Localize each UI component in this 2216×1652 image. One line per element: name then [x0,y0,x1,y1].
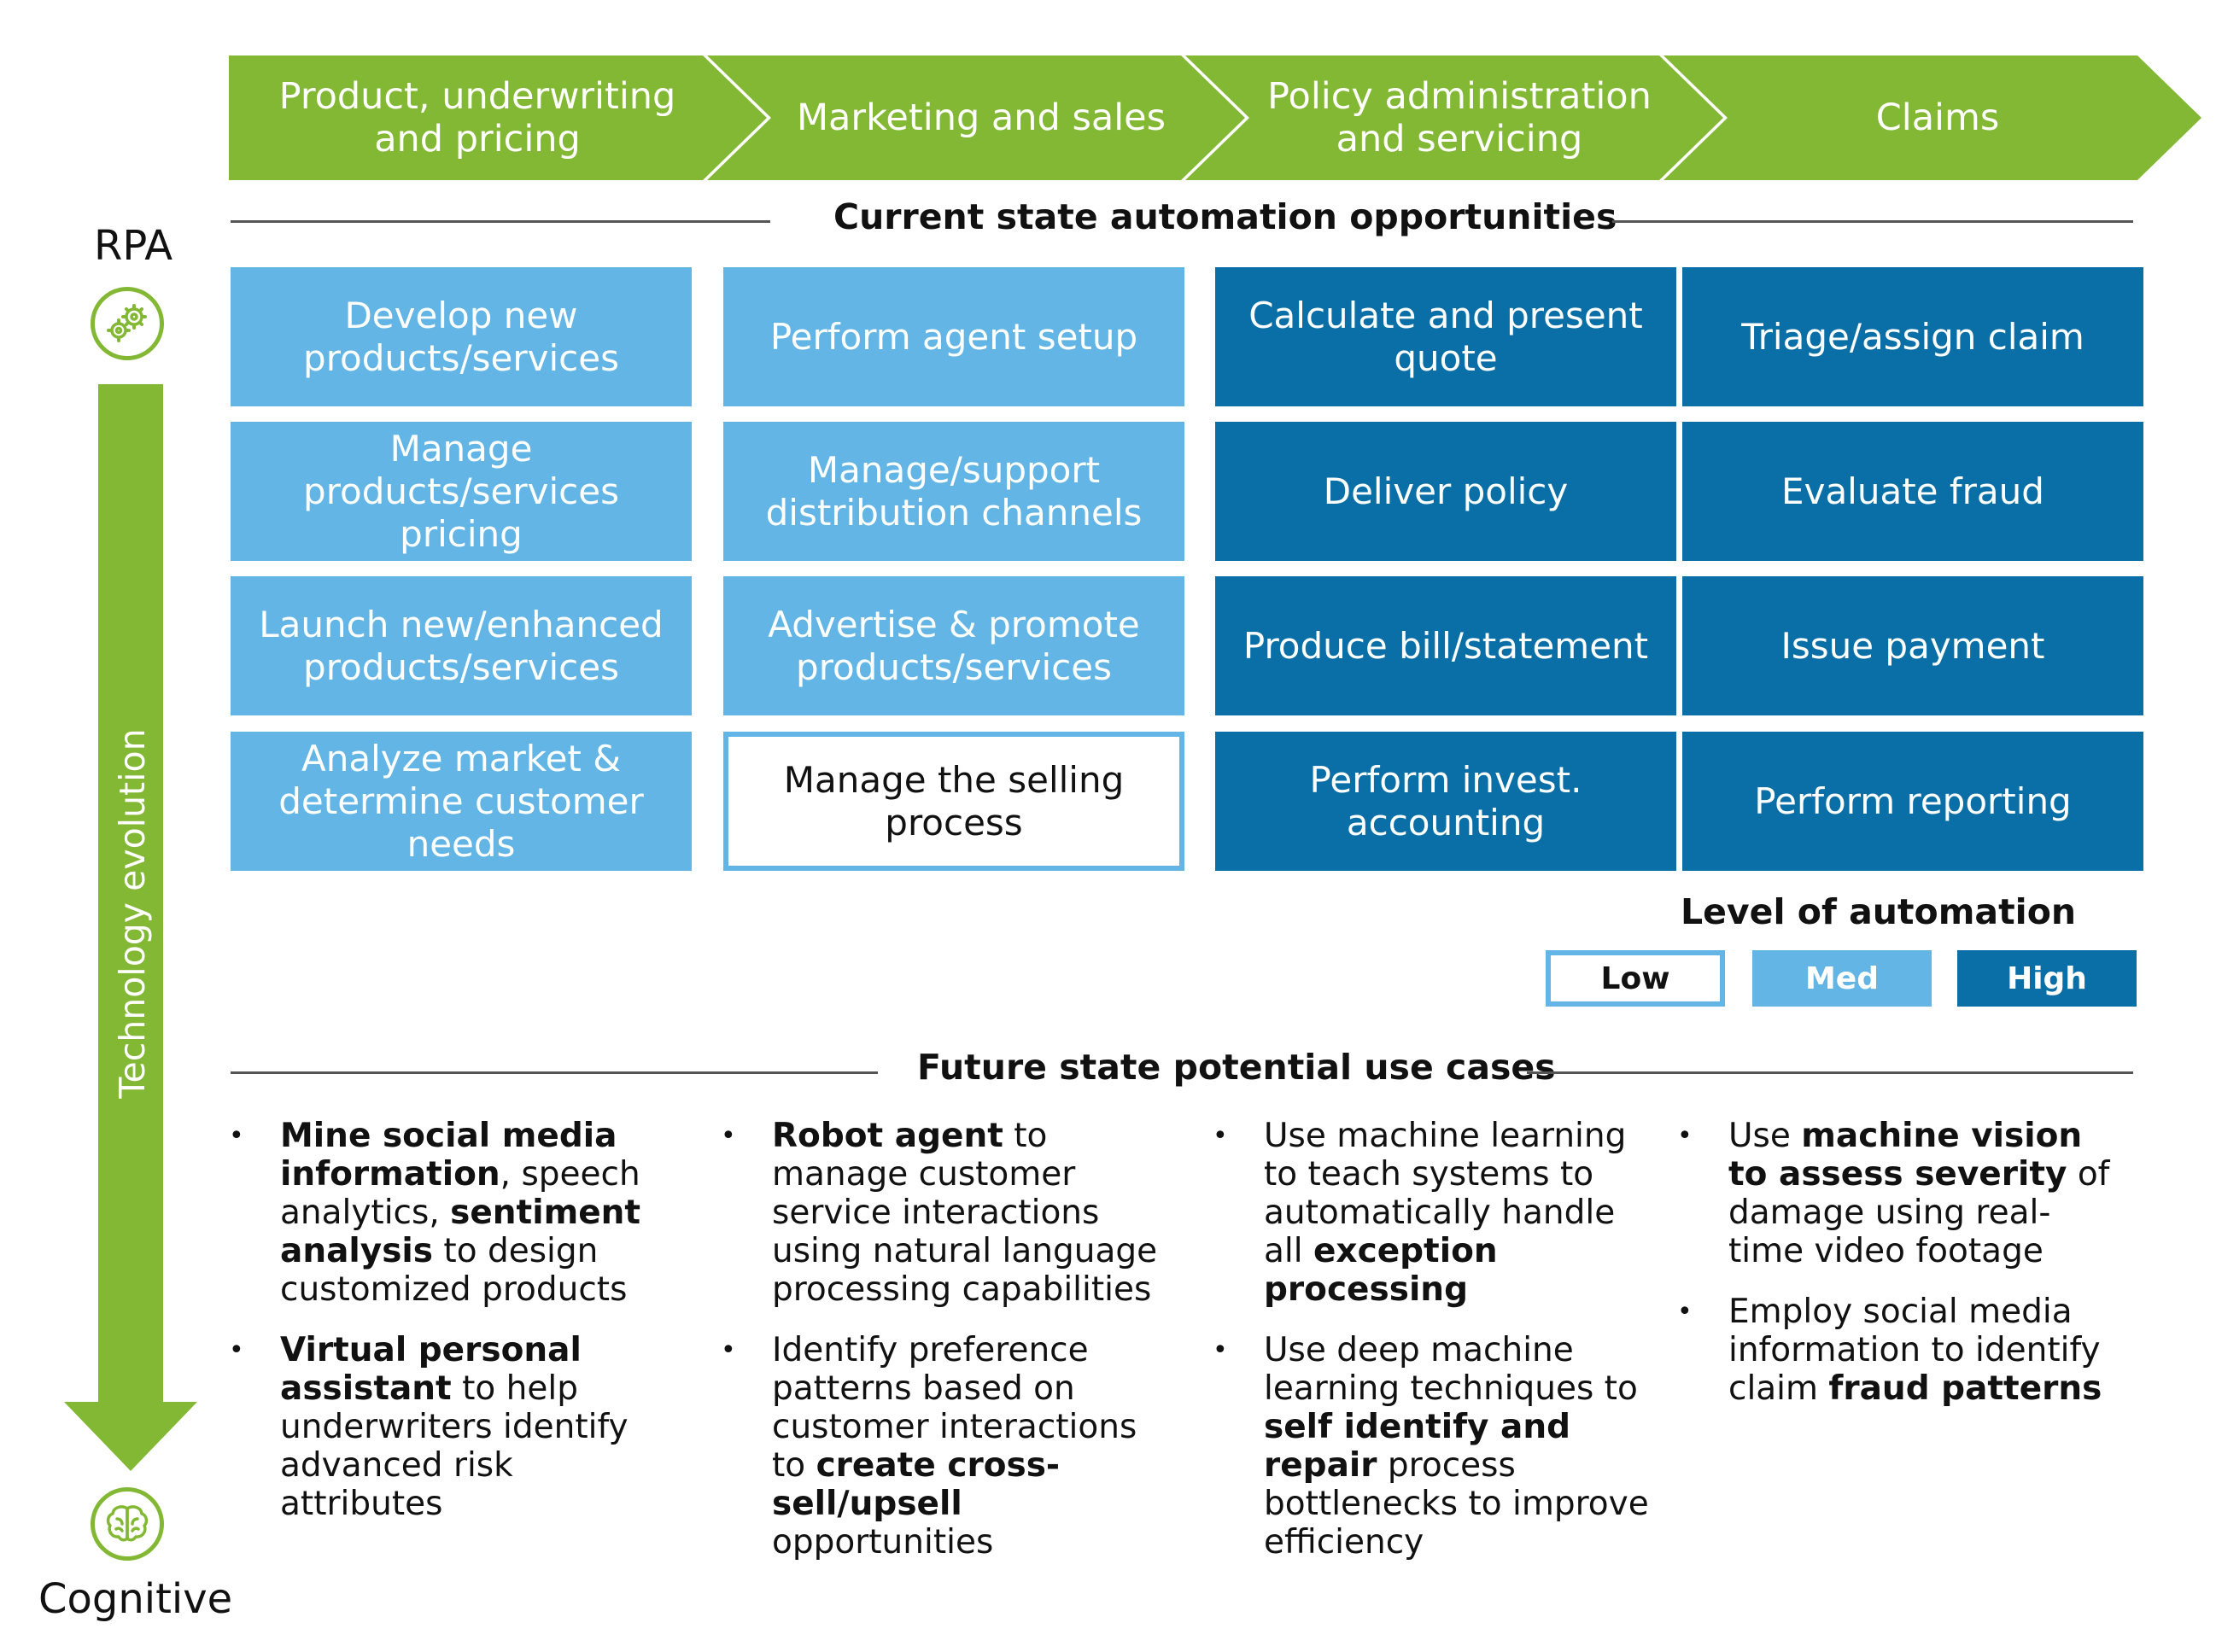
text-segment: Use machine learning to teach systems to… [1264,1117,1627,1270]
automation-box-label: Manage the selling process [783,758,1125,844]
technology-evolution-arrow [64,384,197,1471]
use-case-column: Use machine learning to teach systems to… [1213,1117,1657,1584]
text-segment: to help underwriters identify advanced r… [280,1369,629,1523]
automation-box-label: Manage/support distribution channels [765,448,1143,534]
value-chain-step-2: Marketing and sales [707,55,1245,180]
automation-box: Triage/assign claim [1682,267,2143,406]
automation-box: Issue payment [1682,576,2143,715]
bold-text: sentiment analysis [280,1194,641,1270]
use-case-column: Use machine vision to assess severity of… [1677,1117,2121,1430]
value-chain-label: Product, underwriting and pricing [278,75,676,161]
divider-line [1527,1071,2133,1074]
automation-box-label: Develop new products/services [303,294,619,379]
automation-box-label: Perform invest. accounting [1309,758,1582,844]
automation-box-label: Issue payment [1780,624,2045,667]
value-chain-step-3: Policy administration and servicing [1185,55,1723,180]
bold-text: fraud patterns [1828,1369,2102,1408]
legend-high: High [1957,950,2137,1007]
automation-box-label: Advertise & promote products/services [768,603,1140,688]
text-segment: , speech analytics, [280,1155,640,1232]
rpa-label: RPA [94,222,173,270]
automation-box-label: Perform agent setup [769,315,1138,358]
automation-box-label: Produce bill/statement [1242,624,1649,667]
value-chain-step-4: Claims [1663,55,2201,180]
automation-box-label: Triage/assign claim [1741,315,2084,358]
use-case-column: Mine social media information, speech an… [229,1117,673,1545]
automation-box: Perform agent setup [723,267,1184,406]
future-state-title: Future state potential use cases [917,1047,1556,1088]
text-segment: opportunities [772,1523,994,1562]
automation-box-label: Analyze market & determine customer need… [278,737,644,865]
use-case-bullet: Use machine learning to teach systems to… [1213,1117,1657,1309]
cognitive-label: Cognitive [38,1575,233,1623]
legend-med: Med [1752,950,1932,1007]
divider-line [231,1071,878,1074]
legend-low: Low [1546,950,1725,1007]
text-segment: Use deep machine learning techniques to [1264,1331,1638,1408]
use-case-bullet: Employ social media information to ident… [1677,1293,2121,1408]
text-segment: Identify preference patterns based on cu… [772,1331,1137,1485]
automation-box: Produce bill/statement [1215,576,1676,715]
automation-box: Manage the selling process [723,732,1184,871]
automation-box: Perform reporting [1682,732,2143,871]
use-case-bullet: Virtual personal assistant to help under… [229,1331,673,1523]
automation-box-label: Manage products/services pricing [303,427,619,555]
automation-box: Deliver policy [1215,422,1676,561]
current-state-title: Current state automation opportunities [833,196,1617,237]
automation-box: Launch new/enhanced products/services [231,576,692,715]
automation-box-label: Perform reporting [1754,779,2072,822]
automation-box: Manage products/services pricing [231,422,692,561]
gears-icon [91,287,164,360]
bold-text: machine vision to assess severity [1728,1117,2083,1194]
text-segment: Employ social media information to ident… [1728,1293,2101,1408]
legend-high-label: High [2007,960,2087,996]
bold-text: Robot agent [772,1117,1003,1155]
automation-box: Develop new products/services [231,267,692,406]
use-case-bullet: Mine social media information, speech an… [229,1117,673,1309]
automation-box-label: Deliver policy [1323,470,1569,512]
value-chain-step-1: Product, underwriting and pricing [229,55,767,180]
legend-med-label: Med [1804,960,1879,996]
automation-box: Perform invest. accounting [1215,732,1676,871]
automation-box: Manage/support distribution channels [723,422,1184,561]
automation-box-label: Launch new/enhanced products/services [259,603,664,688]
value-chain-label: Policy administration and servicing [1267,75,1652,161]
text-segment: to design customized products [280,1232,628,1309]
text-segment: Use [1728,1117,1802,1155]
automation-box: Calculate and present quote [1215,267,1676,406]
divider-line [231,220,770,223]
text-segment: to manage customer service interactions … [772,1117,1158,1309]
use-case-bullet: Robot agent to manage customer service i… [721,1117,1165,1309]
bold-text: self identify and repair [1264,1408,1571,1485]
use-case-bullet: Use deep machine learning techniques to … [1213,1331,1657,1562]
bold-text: create cross-sell/upsell [772,1446,1061,1523]
automation-box-label: Calculate and present quote [1248,294,1643,379]
automation-box: Evaluate fraud [1682,422,2143,561]
text-segment: process bottlenecks to improve efficienc… [1264,1446,1649,1562]
value-chain-label: Marketing and sales [796,96,1166,139]
text-segment: of damage using real-time video footage [1728,1155,2110,1270]
bold-text: Virtual personal assistant [280,1331,582,1408]
technology-evolution-label: Technology evolution [112,728,153,1099]
automation-box-label: Evaluate fraud [1781,470,2044,512]
automation-box: Advertise & promote products/services [723,576,1184,715]
use-case-bullet: Use machine vision to assess severity of… [1677,1117,2121,1270]
legend-low-label: Low [1600,960,1670,996]
use-case-column: Robot agent to manage customer service i… [721,1117,1165,1584]
automation-box: Analyze market & determine customer need… [231,732,692,871]
legend-title: Level of automation [1681,891,2077,932]
use-case-bullet: Identify preference patterns based on cu… [721,1331,1165,1562]
value-chain-label: Claims [1875,96,2000,139]
bold-text: exception processing [1264,1232,1498,1309]
brain-icon [91,1487,164,1561]
divider-line [1612,220,2133,223]
bold-text: Mine social media information [280,1117,617,1194]
